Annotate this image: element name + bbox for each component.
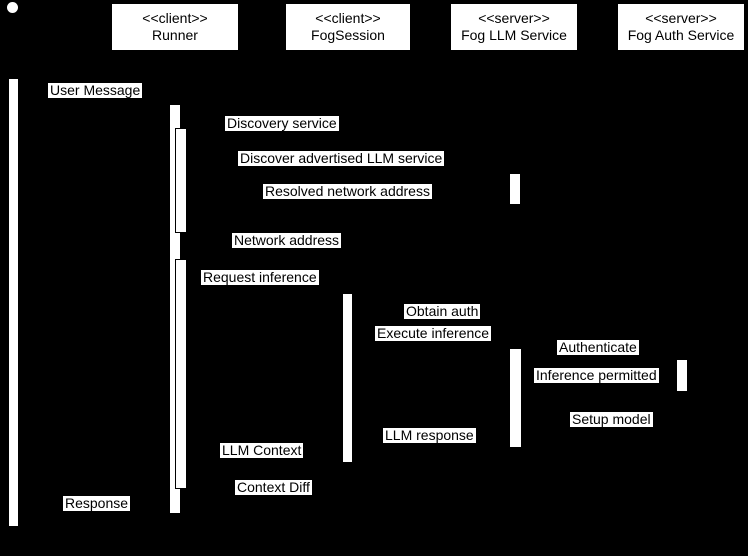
message-label-user-message: User Message	[48, 82, 143, 98]
message-label-request-inference: Request inference	[201, 269, 319, 285]
message-label-llm-response: LLM response	[383, 427, 476, 443]
lifeline-stereotype: <<server>>	[645, 10, 717, 26]
message-label-network-address: Network address	[232, 232, 342, 248]
message-label-inference-permitted: Inference permitted	[534, 367, 659, 383]
lifeline-header-fogsession: <<client>> FogSession	[285, 3, 411, 51]
message-label-execute-inference: Execute inference	[375, 325, 492, 341]
lifeline-stereotype: <<client>>	[142, 10, 208, 26]
message-label-discovery-service: Discovery service	[225, 115, 339, 131]
activation-bar-initiator	[8, 78, 19, 527]
message-label-llm-context: LLM Context	[220, 442, 304, 458]
activation-bar-fog-llm-2	[509, 348, 522, 448]
message-label-context-diff: Context Diff	[235, 479, 312, 495]
message-label-resolved-network-address: Resolved network address	[263, 183, 432, 199]
lifeline-header-fog-llm-service: <<server>> Fog LLM Service	[450, 3, 578, 51]
lifeline-header-runner: <<client>> Runner	[111, 3, 239, 51]
message-label-discover-advertised-llm-service: Discover advertised LLM service	[238, 150, 445, 166]
activation-bar-fog-auth	[676, 359, 688, 392]
activation-bar-runner-nested-2	[175, 259, 187, 489]
activation-bar-fogsession	[342, 293, 353, 463]
message-label-setup-model: Setup model	[570, 411, 653, 427]
lifeline-name: Runner	[152, 27, 198, 43]
activation-bar-runner-nested-1	[175, 128, 187, 233]
message-label-response: Response	[63, 495, 131, 511]
lifeline-stereotype: <<server>>	[478, 10, 550, 26]
lifeline-header-fog-auth-service: <<server>> Fog Auth Service	[617, 3, 745, 51]
message-label-authenticate: Authenticate	[557, 339, 639, 355]
activation-bar-fog-llm-1	[509, 173, 521, 205]
initial-node-icon	[7, 2, 18, 13]
lifeline-name: Fog LLM Service	[461, 27, 567, 43]
lifeline-name: FogSession	[311, 27, 385, 43]
lifeline-name: Fog Auth Service	[627, 27, 735, 43]
message-label-obtain-auth: Obtain auth	[404, 303, 481, 319]
lifeline-stereotype: <<client>>	[315, 10, 381, 26]
